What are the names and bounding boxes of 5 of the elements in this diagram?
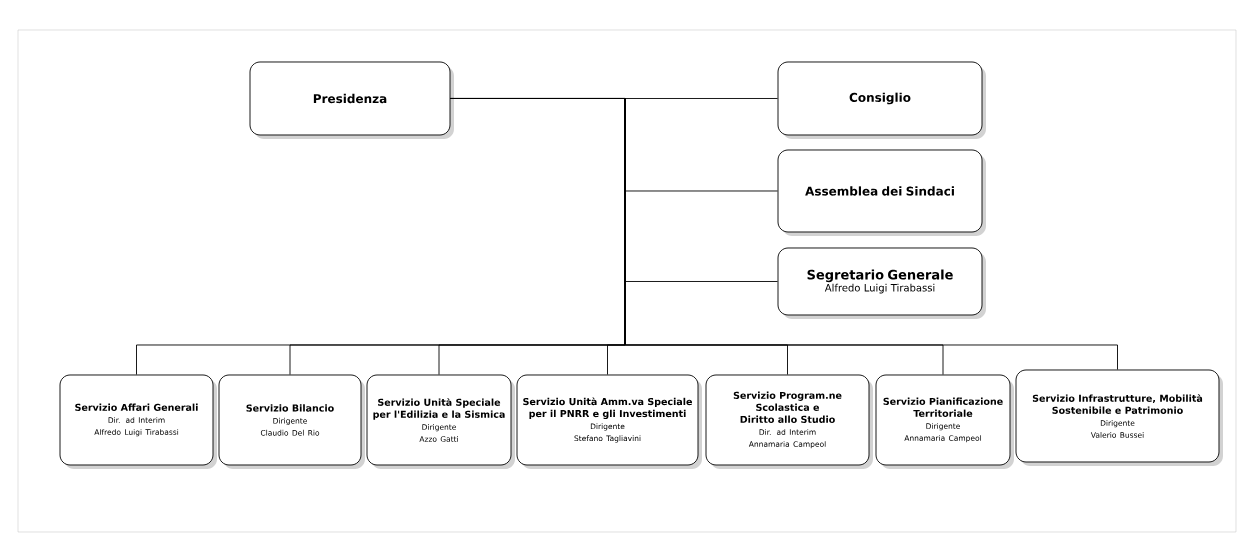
org-box: Consiglio bbox=[777, 61, 986, 139]
connector-line bbox=[450, 98, 1118, 370]
org-box: Segretario Generale Alfredo Luigi Tirabassi bbox=[777, 247, 986, 319]
org-box: Assemblea dei Sindaci bbox=[777, 149, 986, 236]
org-box: Presidenza bbox=[249, 61, 454, 139]
